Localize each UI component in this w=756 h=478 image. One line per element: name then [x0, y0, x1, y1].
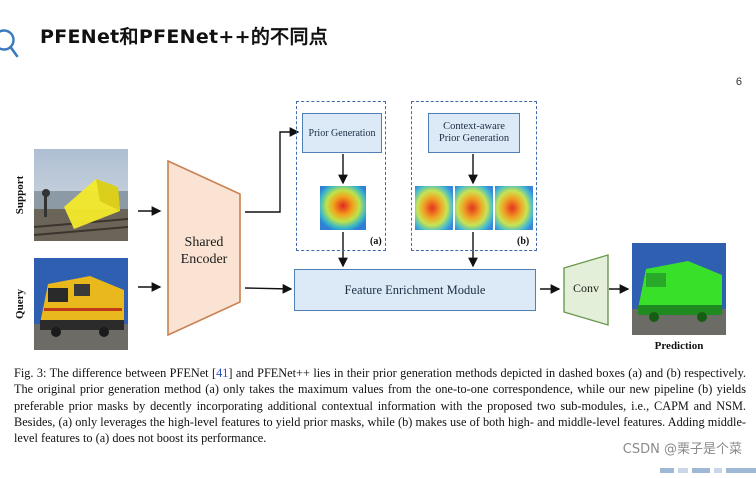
prediction-image [632, 243, 726, 335]
page-number: 6 [735, 76, 742, 88]
support-label: Support [14, 175, 26, 215]
caption-citation-link[interactable]: 41 [216, 366, 229, 380]
prior-generation-dashed-box-b [411, 101, 537, 251]
figure-connectors [138, 127, 630, 294]
query-label: Query [14, 289, 26, 319]
prior-heatmaps-b [415, 186, 533, 230]
slide-title: PFENet和PFENet++的不同点 [40, 26, 329, 48]
figure-caption: Fig. 3: The difference between PFENet [4… [14, 365, 746, 446]
shared-encoder-shape [167, 160, 241, 336]
query-image [34, 258, 128, 350]
context-aware-prior-generation-box: Context-aware Prior Generation [428, 113, 520, 153]
prior-generation-box: Prior Generation [302, 113, 382, 153]
conv-label: Conv [572, 281, 599, 295]
tag-a: (a) [370, 236, 382, 247]
search-icon [0, 22, 24, 62]
caption-text: ] and PFENet++ lies in their prior gener… [14, 366, 746, 446]
csdn-watermark: CSDN @栗子是个菜 [622, 442, 742, 457]
caption-prefix: Fig. 3: The difference between PFENet [ [14, 366, 217, 380]
prediction-label: Prediction [654, 340, 704, 352]
feature-enrichment-module-box: Feature Enrichment Module [294, 269, 536, 311]
tag-b: (b) [517, 236, 530, 247]
support-image [34, 149, 128, 241]
footer-decoration [660, 460, 756, 473]
shared-encoder-label: Shared Encoder [180, 235, 228, 267]
conv-shape [563, 254, 609, 326]
prior-heatmap-a [320, 186, 366, 230]
prior-generation-dashed-box-a [296, 101, 386, 251]
